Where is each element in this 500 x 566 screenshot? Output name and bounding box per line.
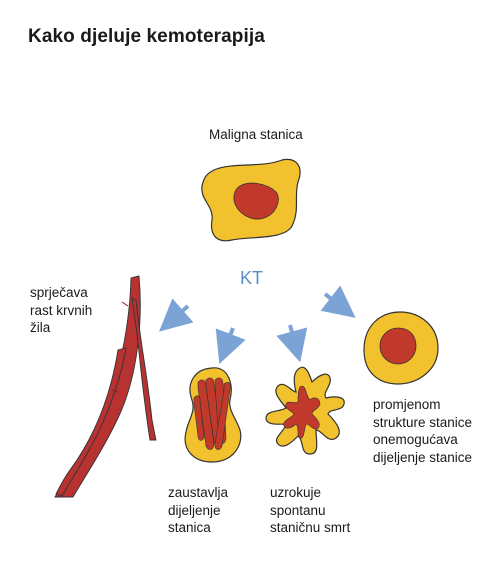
malignant-cell <box>201 158 301 242</box>
vessel-effect-label: sprječava rast krvnih žila <box>30 285 93 335</box>
arrow-to-dividing-cell <box>215 327 246 364</box>
arrows <box>159 285 356 364</box>
cell-death-label: uzrokuje spontanu staničnu smrt <box>270 485 351 535</box>
arrow-to-dying-cell <box>276 324 308 363</box>
dying-cell <box>265 366 345 455</box>
structure-change-label: promjenom strukture stanice onemogućava … <box>373 397 473 465</box>
round-cell <box>363 311 439 385</box>
division-stop-label: zaustavlja dijeljenje stanica <box>168 485 229 535</box>
arrow-to-round-cell <box>320 285 356 318</box>
dividing-cell <box>184 367 242 463</box>
arrow-to-vessels <box>159 298 194 332</box>
malignant-cell-label: Maligna stanica <box>209 127 303 142</box>
diagram-title: Kako djeluje kemoterapija <box>28 26 265 47</box>
kt-label: KT <box>240 268 264 288</box>
blood-vessel <box>54 275 157 498</box>
